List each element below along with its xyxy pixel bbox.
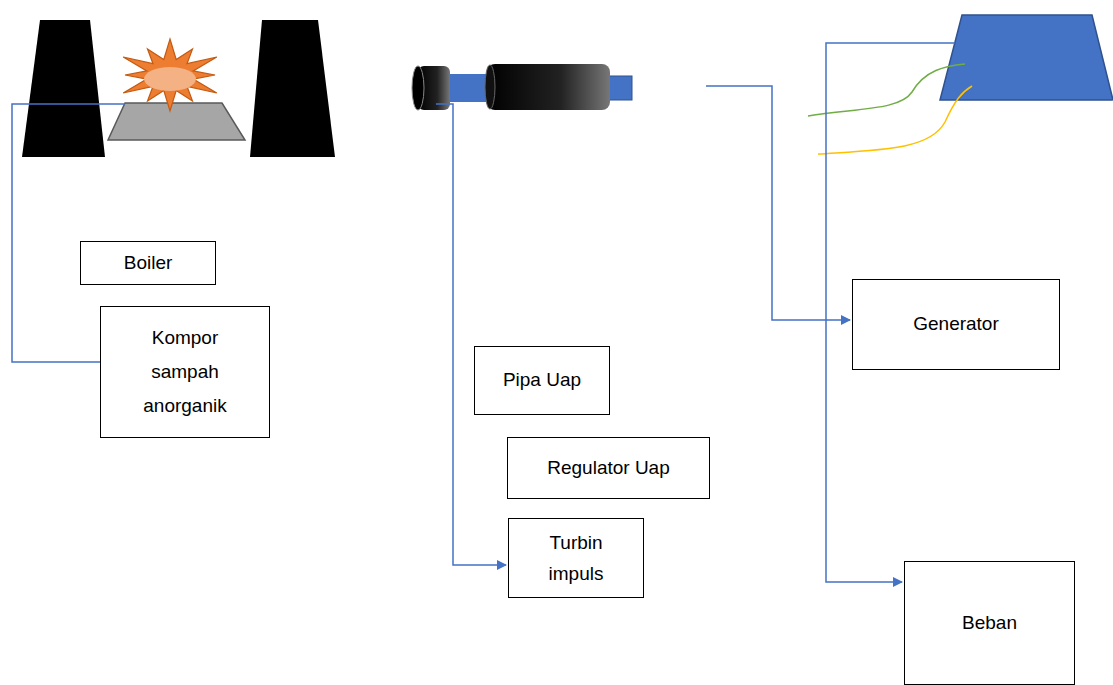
stove xyxy=(108,103,245,140)
load-box: Beban xyxy=(904,561,1075,685)
leader-line xyxy=(706,86,850,320)
box-label: Boiler xyxy=(124,250,173,277)
pipe-box: Pipa Uap xyxy=(474,346,610,415)
box-label: Beban xyxy=(962,610,1017,637)
wire xyxy=(808,64,965,116)
flame xyxy=(123,39,217,111)
box-label: Pipa Uap xyxy=(503,367,581,394)
tower xyxy=(250,20,335,157)
generator-box: Generator xyxy=(852,279,1060,370)
pipe-cylinder xyxy=(485,65,495,109)
boiler-box: Boiler xyxy=(80,241,216,285)
generator-shape xyxy=(940,15,1113,100)
wire xyxy=(818,86,972,154)
flame-core xyxy=(144,67,196,91)
box-label: Kompor sampah anorganik xyxy=(125,321,245,422)
leader-line xyxy=(436,104,506,565)
box-label: Generator xyxy=(913,311,999,338)
flame-star xyxy=(123,39,217,111)
box-label: Regulator Uap xyxy=(547,455,670,482)
pipe-cylinder xyxy=(412,66,424,110)
pipe-cylinder xyxy=(487,64,610,110)
box-label: Turbin impuls xyxy=(531,527,621,590)
tower xyxy=(22,20,105,157)
regulator-box: Regulator Uap xyxy=(507,437,710,499)
stove-box: Kompor sampah anorganik xyxy=(100,306,270,438)
turbine-box: Turbin impuls xyxy=(508,518,644,598)
